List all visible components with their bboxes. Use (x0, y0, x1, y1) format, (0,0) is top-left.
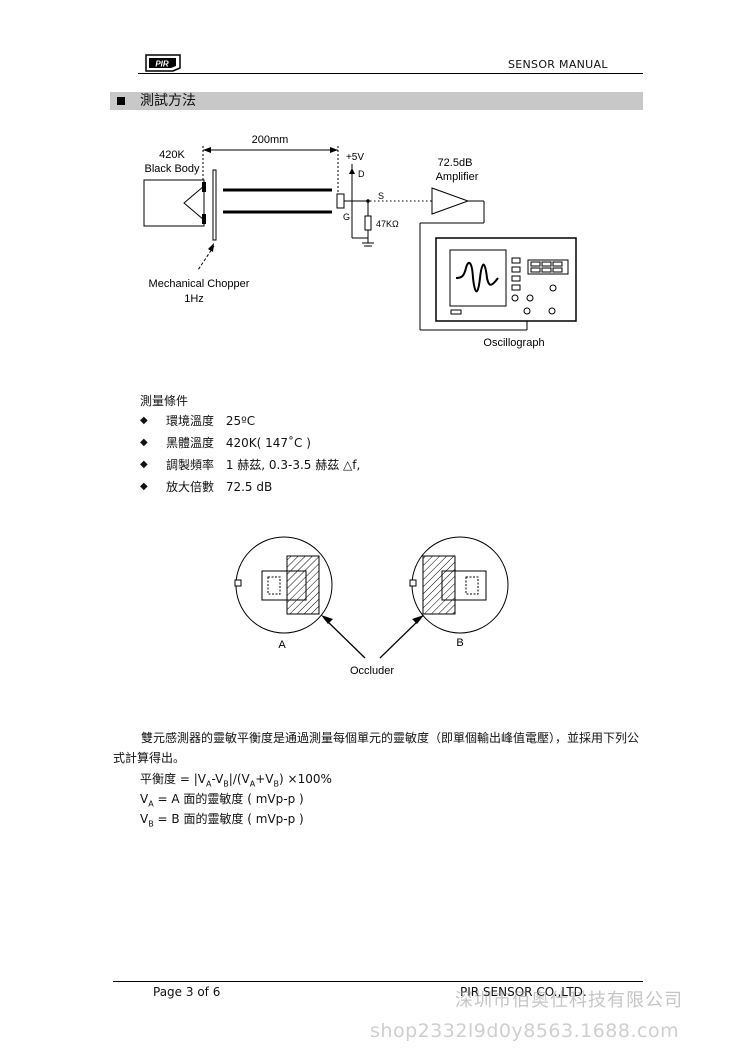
condition-value: 1 赫茲, 0.3-3.5 赫茲 △f, (225, 458, 361, 472)
company-logo: PIR (145, 54, 181, 72)
list-item: ◆ 放大倍數 72.5 dB (140, 479, 360, 501)
list-item: ◆ 黑體溫度 420K( 147˚C ) (140, 435, 360, 457)
va-text: = A 面的靈敏度 ( mVp-p ) (153, 792, 304, 806)
pin-d: D (358, 169, 365, 179)
balance-paragraph: 雙元感測器的靈敏平衡度是通過測量每個單元的靈敏度（即單個輸出峰值電壓），並採用下… (113, 731, 640, 765)
amp-gain: 72.5dB (438, 157, 473, 169)
amp-label: Amplifier (436, 171, 479, 183)
formula-part: -V (211, 772, 224, 786)
vb-symbol: V (140, 812, 149, 826)
black-body-temp: 420K (159, 149, 185, 161)
chopper-blade (212, 169, 217, 241)
amplifier-symbol (431, 187, 470, 215)
formula-part: ) ×100% (279, 772, 332, 786)
oscilloscope (435, 237, 577, 322)
watermark-shop-url: shop2332l9d0y8563.1688.com (370, 1020, 680, 1042)
section-title: 測試方法 (140, 93, 196, 109)
conditions-title: 測量條件 (140, 394, 189, 408)
occluder-label: Occluder (350, 665, 394, 677)
section-bullet-icon (117, 97, 125, 105)
logo-text: PIR (155, 60, 169, 69)
page-number: Page 3 of 6 (153, 985, 221, 999)
condition-label: 調製頻率 (166, 458, 215, 472)
chopper-freq: 1Hz (184, 293, 204, 305)
test-setup-diagram: 200mm 420K Black Body +5V D G S 47KΩ 72.… (143, 134, 577, 349)
condition-label: 放大倍數 (166, 480, 215, 494)
list-item: ◆ 調製頻率 1 赫茲, 0.3-3.5 赫茲 △f, (140, 457, 360, 479)
balance-formula: 平衡度 = |VA-VB|/(VA+VB) ×100% (140, 770, 332, 788)
diamond-bullet-icon: ◆ (140, 481, 148, 492)
diamond-bullet-icon: ◆ (140, 415, 148, 426)
label-a: A (278, 639, 286, 651)
sensor-b (409, 536, 509, 634)
pir-sensor (336, 193, 345, 209)
black-body-source (143, 179, 206, 227)
sensor-a (234, 536, 333, 634)
vb-subscript: B (148, 819, 154, 829)
occluder-diagram: A B Occluder (234, 536, 509, 677)
supply-label: +5V (346, 152, 364, 163)
watermark-company: 深圳市佰奥仕科技有限公司 (455, 990, 683, 1011)
vb-text: = B 面的靈敏度 ( mVp-p ) (153, 812, 304, 826)
va-subscript: A (148, 799, 154, 809)
condition-label: 環境溫度 (166, 414, 215, 428)
conditions-list: ◆ 環境溫度 25ºC ◆ 黑體溫度 420K( 147˚C ) ◆ 調製頻率 … (140, 413, 360, 501)
header-rule (138, 73, 643, 74)
formula-sub: A (249, 779, 256, 789)
occluder-plate-b (422, 555, 456, 615)
black-body-label: Black Body (144, 163, 200, 175)
label-b: B (456, 637, 463, 649)
company-name: PIR SENSOR CO.,LTD. (460, 985, 587, 999)
balance-label: 平衡度 (140, 772, 177, 786)
condition-value: 25ºC (225, 414, 256, 428)
condition-value: 72.5 dB (225, 480, 273, 494)
footer-rule (113, 981, 643, 982)
resistor (364, 215, 372, 231)
condition-label: 黑體溫度 (166, 436, 215, 450)
va-definition: VA = A 面的靈敏度 ( mVp-p ) (140, 790, 304, 808)
vb-definition: VB = B 面的靈敏度 ( mVp-p ) (140, 810, 304, 828)
condition-value: 420K( 147˚C ) (225, 436, 311, 450)
diamond-bullet-icon: ◆ (140, 437, 148, 448)
list-item: ◆ 環境溫度 25ºC (140, 413, 360, 435)
formula-part: +V (255, 772, 274, 786)
occluder-plate-a (286, 555, 320, 615)
distance-label: 200mm (252, 134, 289, 146)
formula-part: |/(V (228, 772, 250, 786)
formula-sub: B (273, 779, 280, 789)
chopper-label: Mechanical Chopper (149, 278, 250, 290)
formula-sub: A (205, 779, 212, 789)
formula-part: = |V (176, 772, 206, 786)
formula-sub: B (223, 779, 229, 789)
scope-label: Oscillograph (483, 337, 544, 349)
section-bar (110, 92, 643, 110)
pin-g: G (343, 212, 350, 222)
va-symbol: V (140, 792, 149, 806)
diamond-bullet-icon: ◆ (140, 459, 148, 470)
resistor-label: 47KΩ (376, 219, 399, 229)
pin-s: S (378, 191, 384, 201)
manual-title: SENSOR MANUAL (508, 58, 608, 71)
